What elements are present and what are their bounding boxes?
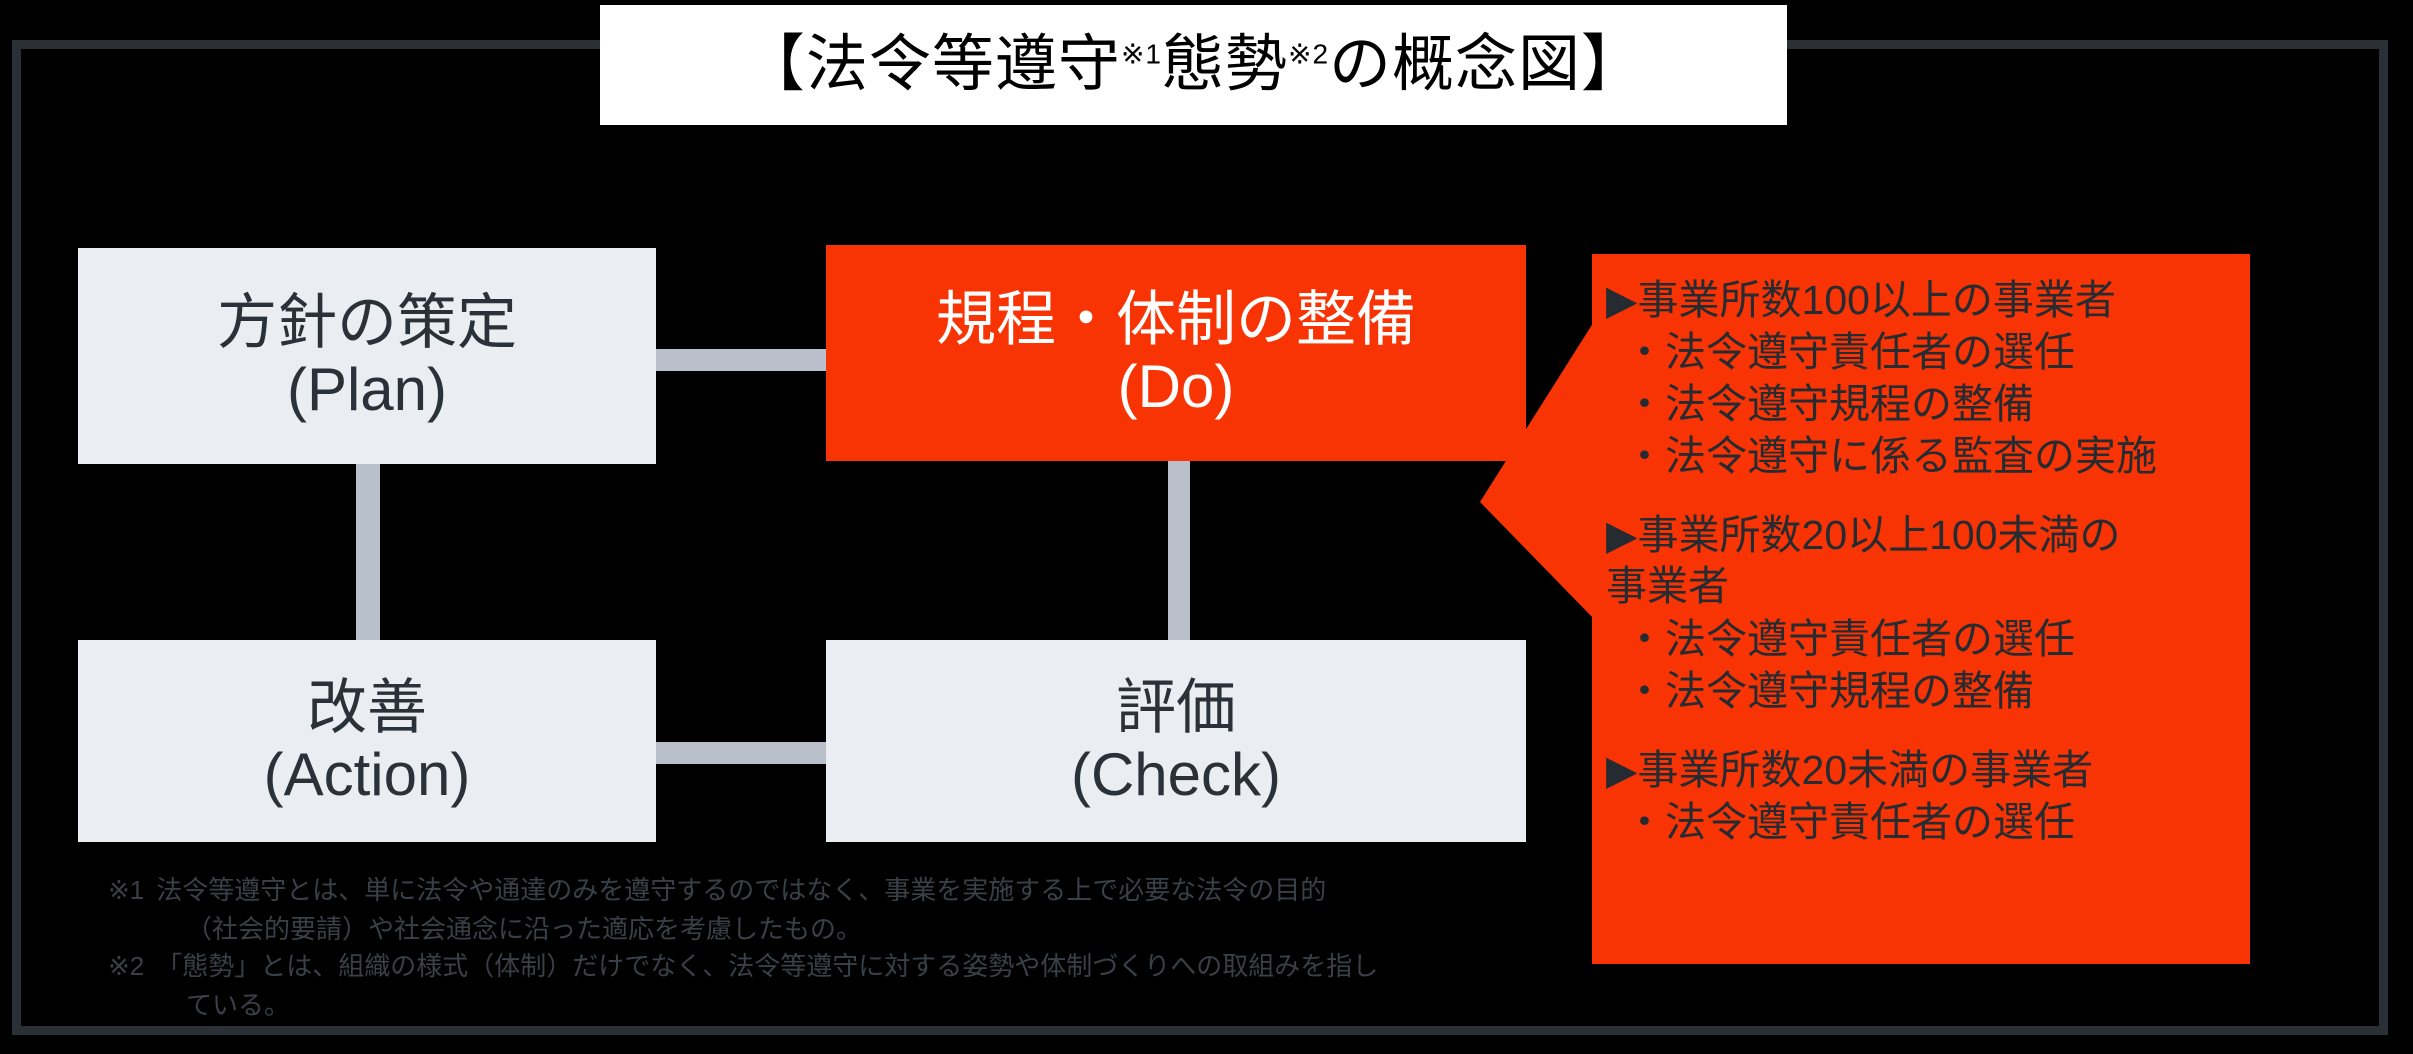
pdca-box-check-jp: 評価: [1116, 673, 1236, 741]
page-title: 【法令等遵守※1態勢※2の概念図】: [743, 34, 1644, 96]
title-footnote-marker-2: ※2: [1288, 38, 1330, 70]
footnote-1-line1: 法令等遵守とは、単に法令や通達のみを遵守するのではなく、事業を実施する上で必要な…: [156, 875, 1327, 905]
callout-pointer-icon: [1480, 320, 1595, 620]
footnote-1-mark: ※1: [108, 875, 145, 905]
requirement-item: ・法令遵守責任者の選任: [1624, 329, 2075, 376]
pdca-box-check-en: (Check): [1070, 741, 1282, 808]
connector-action-to-check: [656, 742, 831, 764]
requirement-group-heading-continued: 事業者: [1606, 563, 1729, 610]
pdca-box-action-jp: 改善: [307, 673, 427, 741]
footnote-2: ※2 「態勢」とは、組織の様式（体制）だけでなく、法令等遵守に対する姿勢や体制づ…: [108, 948, 1568, 985]
arrow-up-action-to-plan: [356, 462, 380, 644]
pdca-box-plan-jp: 方針の策定: [217, 288, 517, 356]
requirements-callout-panel: ▶事業所数100以上の事業者 ・法令遵守責任者の選任 ・法令遵守規程の整備 ・法…: [1592, 254, 2250, 964]
pdca-box-check[interactable]: 評価 (Check): [826, 640, 1526, 842]
footnote-1: ※1 法令等遵守とは、単に法令や通達のみを遵守するのではなく、事業を実施する上で…: [108, 872, 1568, 909]
pdca-box-action[interactable]: 改善 (Action): [78, 640, 656, 842]
footnotes: ※1 法令等遵守とは、単に法令や通達のみを遵守するのではなく、事業を実施する上で…: [108, 872, 1568, 1024]
footnote-2-line1: 「態勢」とは、組織の様式（体制）だけでなく、法令等遵守に対する姿勢や体制づくりへ…: [156, 950, 1379, 981]
requirement-item: ・法令遵守責任者の選任: [1624, 615, 2075, 662]
pdca-box-do-en: (Do): [1117, 353, 1235, 420]
title-middle: 態勢: [1161, 30, 1288, 99]
requirement-group-heading: ▶事業所数100以上の事業者: [1606, 277, 2116, 323]
pdca-box-do-jp: 規程・体制の整備: [936, 285, 1416, 353]
pdca-box-plan[interactable]: 方針の策定 (Plan): [78, 248, 656, 464]
title-banner: 【法令等遵守※1態勢※2の概念図】: [600, 5, 1787, 125]
requirement-group-heading: ▶事業所数20以上100未満の: [1606, 512, 2121, 559]
requirement-group: ▶事業所数20未満の事業者 ・法令遵守責任者の選任: [1606, 746, 2236, 847]
requirement-group-heading: ▶事業所数20未満の事業者: [1606, 746, 2094, 793]
footnote-2-line2: ている。: [186, 989, 291, 1020]
requirement-group: ▶事業所数20以上100未満の 事業者 ・法令遵守責任者の選任 ・法令遵守規程の…: [1606, 511, 2236, 715]
title-footnote-marker-1: ※1: [1120, 38, 1162, 70]
title-prefix: 【法令等遵守: [742, 30, 1121, 99]
pdca-box-do[interactable]: 規程・体制の整備 (Do): [826, 245, 1526, 461]
connector-plan-to-do: [656, 349, 831, 371]
title-suffix: の概念図】: [1329, 30, 1645, 99]
requirement-item: ・法令遵守規程の整備: [1624, 381, 2034, 428]
requirement-item: ・法令遵守責任者の選任: [1624, 798, 2075, 845]
requirement-item: ・法令遵守に係る監査の実施: [1624, 433, 2157, 480]
footnote-2-mark: ※2: [108, 950, 145, 981]
footnote-1-line2: （社会的要請）や社会通念に沿った適応を考慮したもの。: [186, 913, 863, 944]
connector-do-to-check: [1168, 458, 1190, 646]
pdca-box-action-en: (Action): [263, 741, 471, 808]
requirement-group: ▶事業所数100以上の事業者 ・法令遵守責任者の選任 ・法令遵守規程の整備 ・法…: [1606, 276, 2236, 481]
requirement-item: ・法令遵守規程の整備: [1624, 667, 2034, 714]
pdca-box-plan-en: (Plan): [286, 356, 448, 423]
